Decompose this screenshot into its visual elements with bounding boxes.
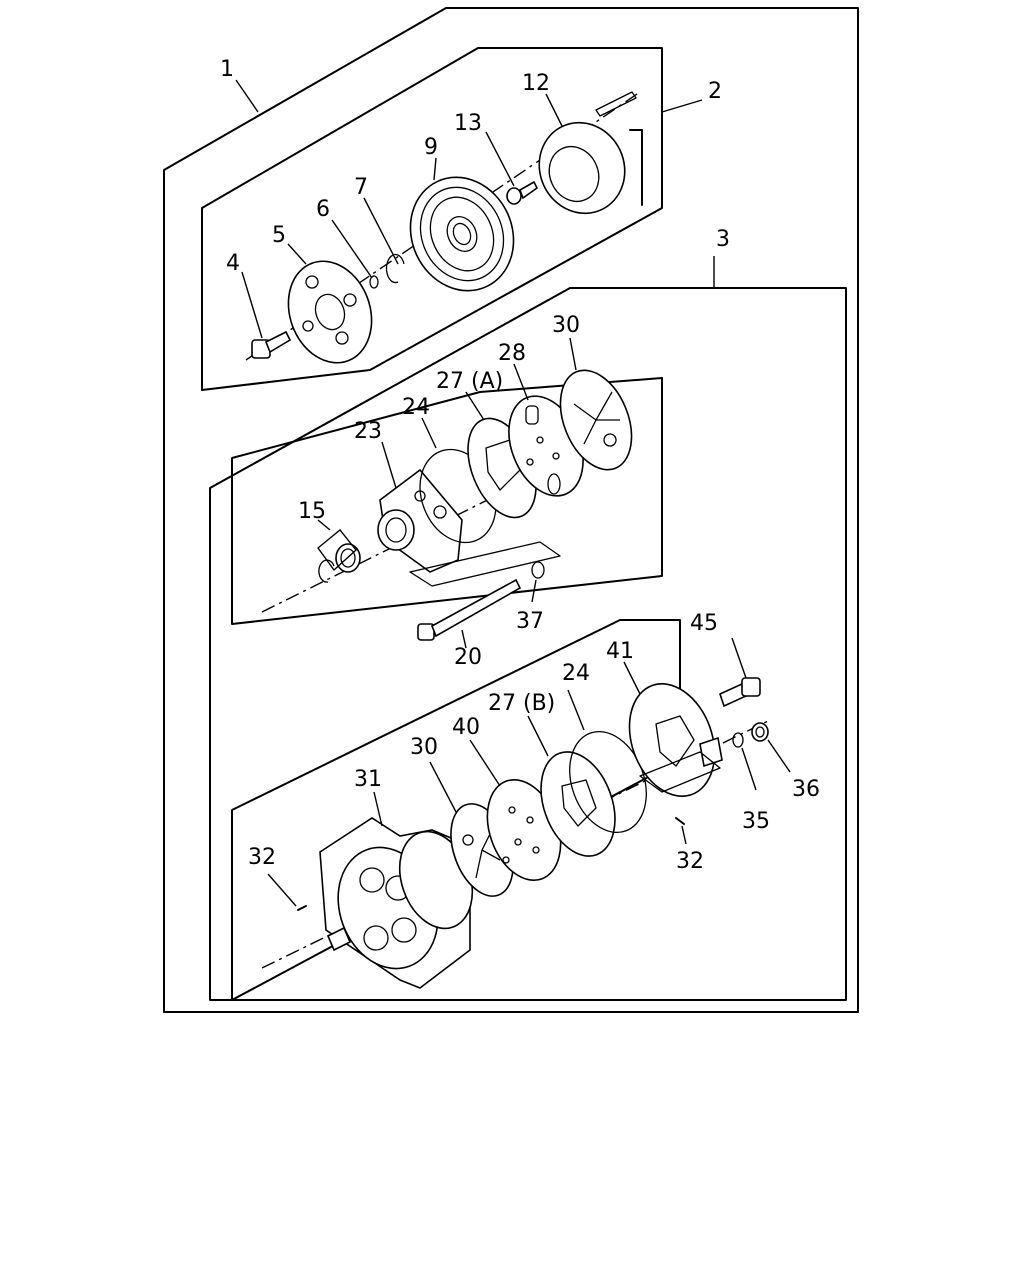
shaft-seal-15 <box>317 529 361 583</box>
callout-30-lower: 30 <box>410 735 438 760</box>
callout-31: 31 <box>354 767 382 792</box>
screw-13 <box>506 180 539 205</box>
callout-7: 7 <box>354 175 368 200</box>
bolt-45 <box>719 677 761 708</box>
callout-27a: 27 (A) <box>436 369 503 394</box>
o-ring-37 <box>531 561 545 579</box>
callout-32-right: 32 <box>676 849 704 874</box>
callout-2: 2 <box>708 79 722 104</box>
callout-30-upper: 30 <box>552 313 580 338</box>
leader-lines <box>235 79 791 907</box>
armature-plate-5 <box>287 260 373 364</box>
callout-45: 45 <box>690 611 718 636</box>
callout-36: 36 <box>792 777 820 802</box>
through-bolt-20 <box>417 578 522 641</box>
callout-5: 5 <box>272 223 286 248</box>
callout-6: 6 <box>316 197 330 222</box>
shim-6 <box>369 275 379 289</box>
head-gasket-bracket <box>409 541 561 587</box>
callout-40: 40 <box>452 715 480 740</box>
pin-32-left <box>297 905 307 911</box>
callout-20: 20 <box>454 645 482 670</box>
compressor-group-frame-3 <box>209 287 847 1001</box>
callout-4: 4 <box>226 251 240 276</box>
pin-32-right <box>675 817 685 825</box>
callout-9: 9 <box>424 135 438 160</box>
callout-24-upper: 24 <box>402 395 430 420</box>
pulley-9 <box>409 176 515 292</box>
snap-ring-7 <box>385 253 405 284</box>
suction-valve-30-upper <box>559 369 633 471</box>
plug-36 <box>751 722 769 742</box>
callout-1: 1 <box>220 57 234 82</box>
front-head-23 <box>377 468 463 573</box>
callout-35: 35 <box>742 809 770 834</box>
callout-24-lower: 24 <box>562 661 590 686</box>
front-head-group-frame <box>231 377 663 625</box>
callout-32-left: 32 <box>248 845 276 870</box>
callout-15: 15 <box>298 499 326 524</box>
o-ring-35 <box>732 732 744 748</box>
callout-23: 23 <box>354 419 382 444</box>
callout-3: 3 <box>716 227 730 252</box>
callout-27b: 27 (B) <box>488 691 555 716</box>
clutch-frame-notch <box>629 129 643 206</box>
field-coil-12 <box>538 91 637 215</box>
bolt-4 <box>251 330 292 359</box>
callout-13: 13 <box>454 111 482 136</box>
callout-41: 41 <box>606 639 634 664</box>
callout-37: 37 <box>516 609 544 634</box>
rear-head-bracket <box>639 751 721 793</box>
callout-28: 28 <box>498 341 526 366</box>
clutch-group-frame-2 <box>201 47 663 391</box>
assembly-frame-1 <box>163 7 859 1013</box>
rear-head-41 <box>628 683 723 797</box>
callout-12: 12 <box>522 71 550 96</box>
